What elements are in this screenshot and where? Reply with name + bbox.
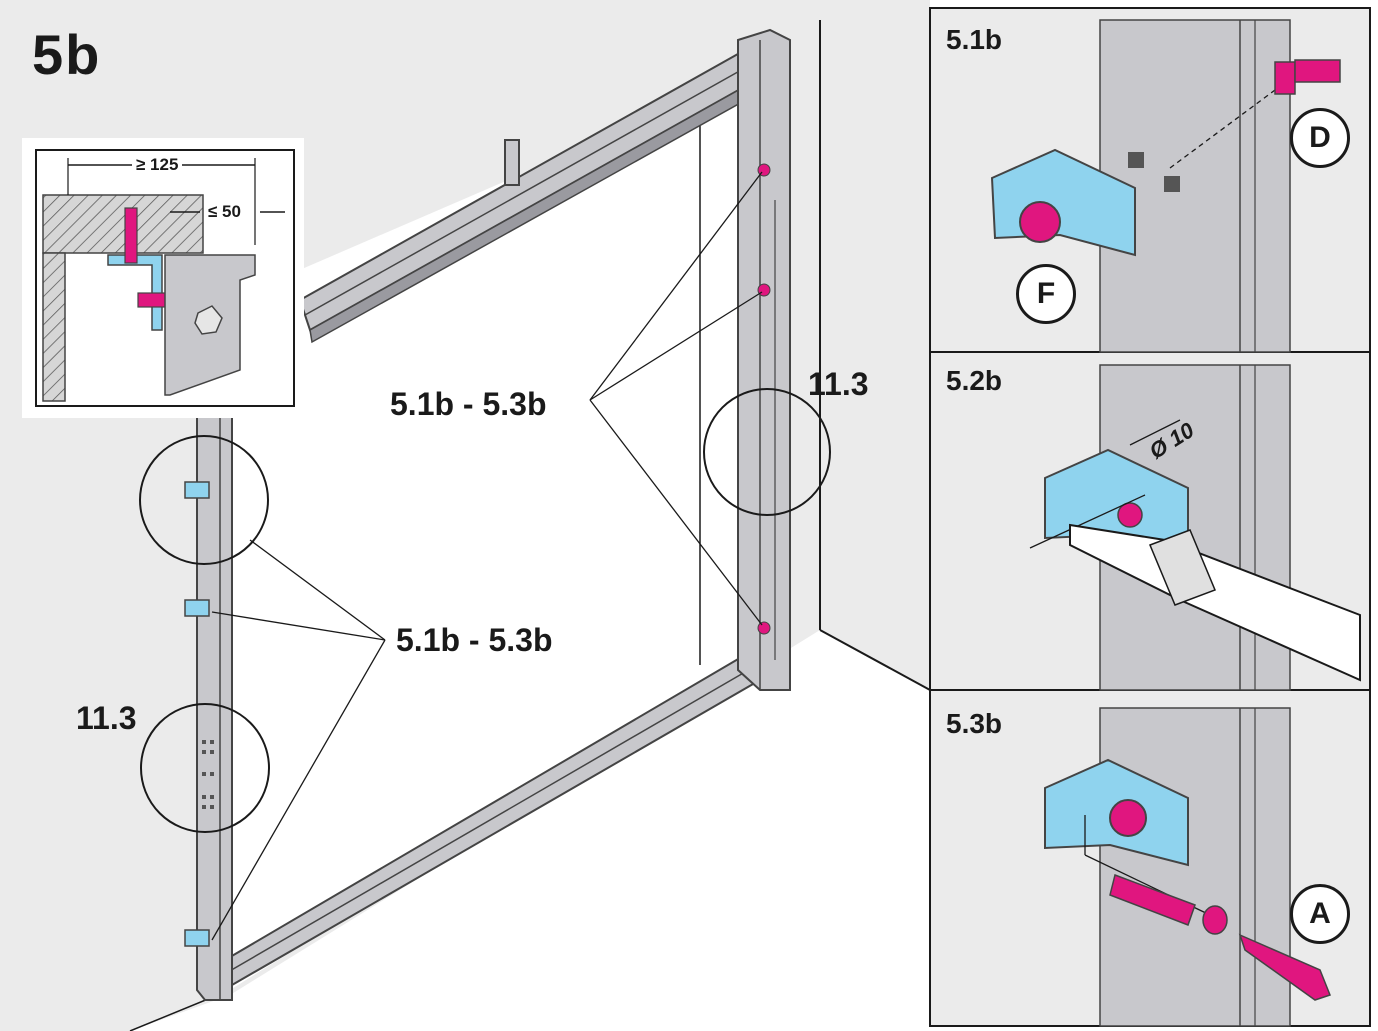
page-title: 5b [32, 23, 102, 86]
step-reference-lower: 5.1b - 5.3b [396, 622, 553, 658]
dimension-width-label: ≥ 125 [132, 155, 183, 175]
panel-title-5-3b: 5.3b [946, 708, 1003, 739]
panel-5-1b-art [990, 19, 1341, 353]
dimension-offset-label: ≤ 50 [205, 202, 244, 222]
panels [929, 7, 1371, 1027]
part-label-d: D [1290, 108, 1350, 168]
right-post [737, 28, 791, 691]
panel-title-5-2b: 5.2b [946, 365, 1003, 396]
section-reference-right: 11.3 [808, 366, 869, 402]
panel-title-5-1b: 5.1b [946, 24, 1003, 55]
inset-detail [22, 138, 304, 418]
part-label-a: A [1290, 884, 1350, 944]
detail-circle-bracket [139, 435, 269, 565]
panel-5-3b-art [1044, 707, 1331, 1027]
panel-5-2b-art [1029, 364, 1361, 691]
detail-circle-holes-left [140, 703, 270, 833]
step-reference-upper: 5.1b - 5.3b [390, 386, 547, 422]
section-reference-left: 11.3 [76, 700, 137, 736]
floor [0, 630, 930, 1031]
detail-circle-holes-right [703, 388, 831, 516]
main-scene [0, 0, 931, 1031]
part-label-f: F [1016, 264, 1076, 324]
leader-lines-lower [211, 539, 386, 941]
leader-lines-upper [589, 171, 763, 626]
